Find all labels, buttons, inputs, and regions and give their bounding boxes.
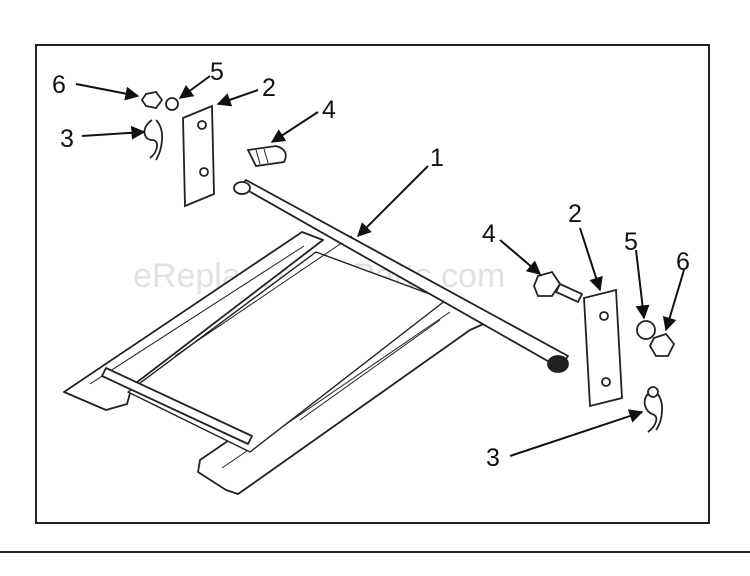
callout-left-5: 5 (210, 58, 224, 86)
callout-left-6: 6 (52, 71, 66, 99)
right-bolt-shank (554, 282, 584, 304)
arrow-left-3 (81, 125, 146, 140)
callout-right-5: 5 (624, 228, 638, 256)
arrow-left-5 (178, 75, 211, 99)
right-washer (636, 320, 656, 340)
leader-lines (75, 75, 685, 457)
arrow-right-5 (635, 249, 650, 320)
axle-end-left (233, 181, 251, 195)
callout-right-6: 6 (676, 248, 690, 276)
axle-end-right (547, 355, 569, 373)
arrow-right-2 (579, 227, 603, 292)
arrow-right-4 (499, 239, 542, 275)
left-hair-pin (143, 119, 163, 161)
diagram-frame (35, 44, 710, 524)
right-bolt-head (533, 270, 562, 297)
arrow-center-1 (357, 165, 429, 237)
tray-assembly (63, 179, 569, 495)
left-pin (246, 145, 287, 167)
callout-right-2: 2 (568, 200, 582, 228)
callout-left-4: 4 (322, 96, 336, 124)
left-hardware (140, 91, 287, 208)
right-bracket (583, 288, 623, 408)
arrow-left-6 (75, 83, 140, 101)
arrow-left-2 (216, 89, 259, 107)
arrow-right-6 (662, 269, 685, 332)
arrow-left-4 (270, 111, 319, 143)
callout-left-3: 3 (60, 125, 74, 153)
callout-left-2: 2 (262, 74, 276, 102)
callout-right-4: 4 (482, 220, 496, 248)
right-nut (648, 332, 676, 357)
callout-center-1: 1 (430, 144, 444, 172)
callout-right-3: 3 (486, 444, 500, 472)
right-hardware (533, 270, 676, 433)
front-rod (101, 367, 253, 445)
right-hair-pin (643, 391, 663, 433)
left-washer (165, 97, 179, 111)
left-bracket (182, 104, 215, 208)
arrow-right-3 (509, 409, 644, 457)
left-nut (140, 91, 164, 109)
